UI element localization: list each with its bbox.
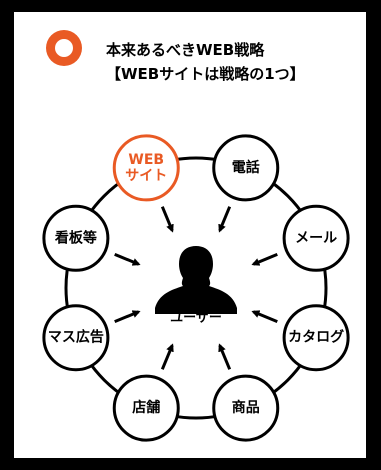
node-catalog: カタログ xyxy=(282,304,350,372)
node-circle-mass-ad xyxy=(42,304,110,372)
node-product: 商品 xyxy=(212,374,280,442)
arrow-signboard xyxy=(114,252,141,266)
arrows-group xyxy=(114,206,278,370)
arrow-catalog xyxy=(251,310,278,324)
node-label-phone: 電話 xyxy=(232,159,260,176)
center-user-label: ユーザー xyxy=(170,311,222,326)
node-mass-ad: マス広告 xyxy=(42,304,110,372)
title-line-1: 本来あるべきWEB戦略 xyxy=(106,41,265,59)
node-web: WEBサイト xyxy=(112,134,180,202)
node-circle-signboard xyxy=(42,204,110,272)
arrow-web xyxy=(160,206,174,233)
arrow-product xyxy=(218,343,232,370)
node-label-web-2: サイト xyxy=(125,168,167,184)
node-circle-mail xyxy=(282,204,350,272)
page-title: 本来あるべきWEB戦略 【WEBサイトは戦略の1つ】 xyxy=(106,38,356,86)
user-silhouette-icon xyxy=(155,246,237,314)
node-label-catalog: カタログ xyxy=(288,329,344,346)
node-label-mass-ad: マス広告 xyxy=(48,329,104,346)
node-signboard: 看板等 xyxy=(42,204,110,272)
node-circle-product xyxy=(212,374,280,442)
arrow-store xyxy=(160,343,174,370)
node-circle-phone xyxy=(212,134,280,202)
node-label-mail: メール xyxy=(295,230,337,246)
title-line-2: 【WEBサイトは戦略の1つ】 xyxy=(106,65,305,83)
node-circle-catalog xyxy=(282,304,350,372)
node-phone: 電話 xyxy=(212,134,280,202)
arrow-phone xyxy=(218,206,232,233)
node-circle-store xyxy=(112,374,180,442)
arrow-mass-ad xyxy=(114,310,141,324)
node-mail: メール xyxy=(282,204,350,272)
arrow-mail xyxy=(251,252,278,266)
node-label-product: 商品 xyxy=(232,399,260,416)
node-label-web-1: WEB xyxy=(128,152,164,168)
node-label-store: 店舗 xyxy=(132,399,160,416)
orange-ring-icon xyxy=(46,30,82,66)
node-label-signboard: 看板等 xyxy=(54,229,97,246)
ring-outline xyxy=(64,156,328,420)
node-circle-web xyxy=(112,134,180,202)
node-store: 店舗 xyxy=(112,374,180,442)
